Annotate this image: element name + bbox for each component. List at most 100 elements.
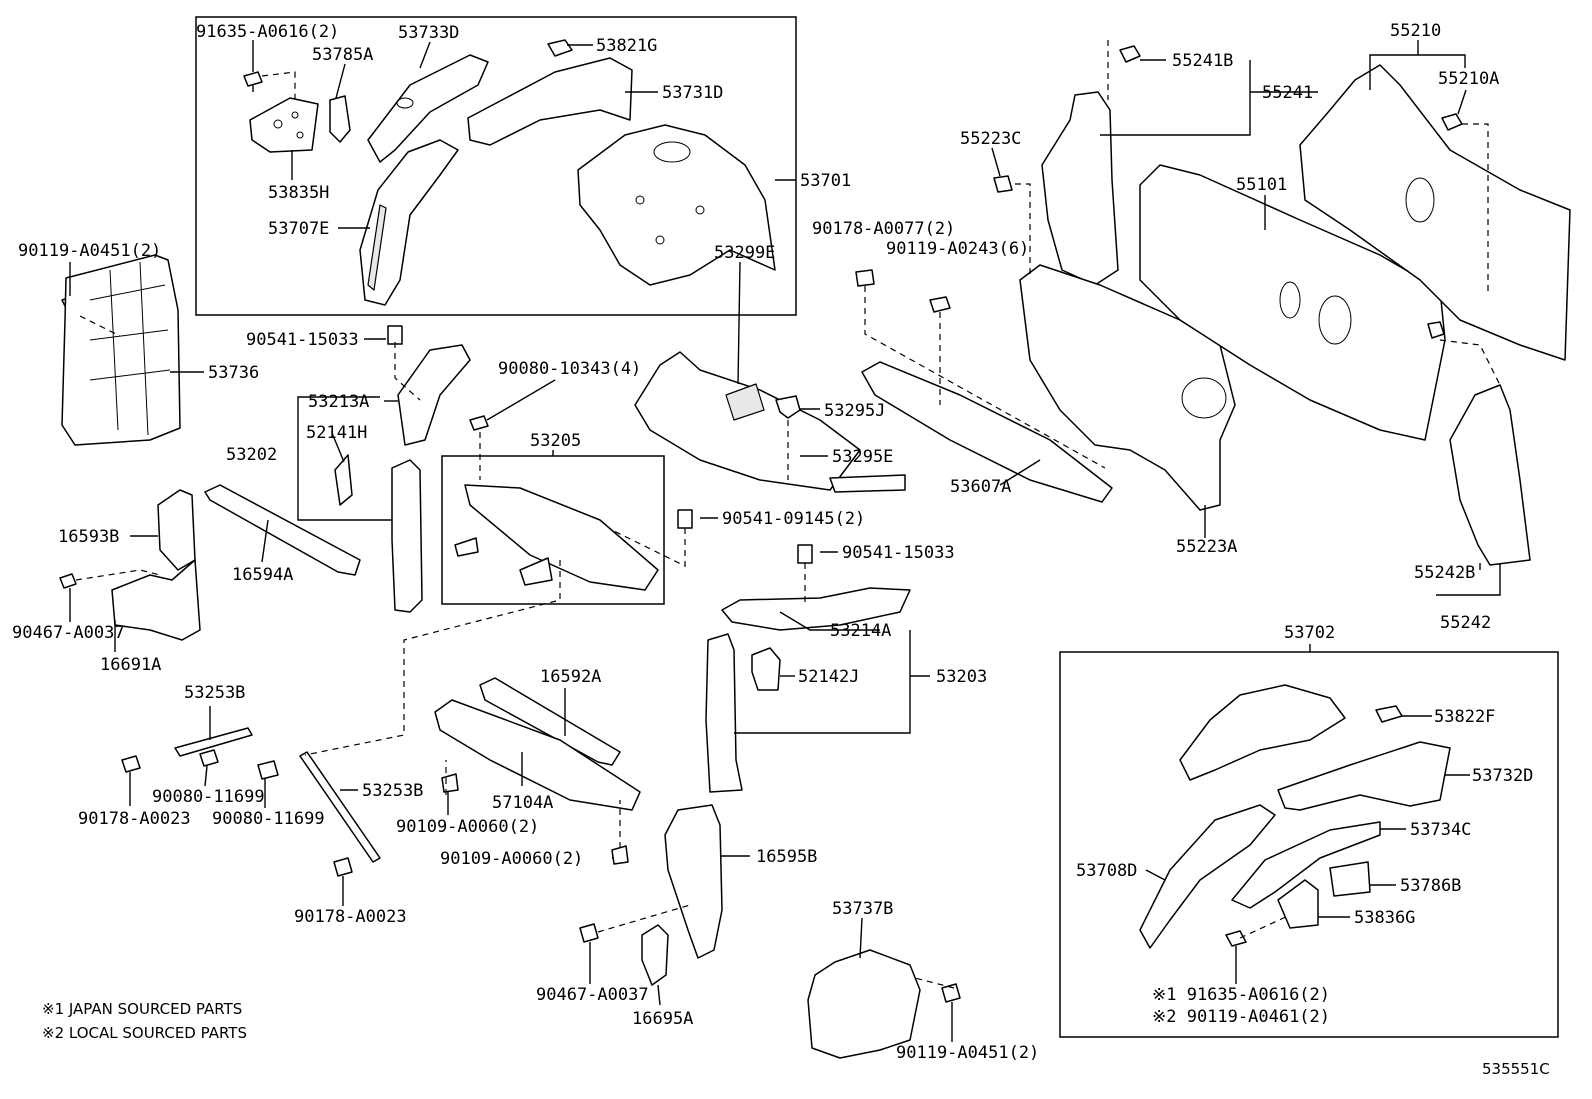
group-box-53702 [1059, 651, 1559, 1038]
label-90080-10343: 90080-10343(4) [498, 359, 641, 379]
label-90178-A0023-b: 90178-A0023 [294, 907, 407, 927]
part-53202-pillar [391, 459, 423, 613]
label-90119-A0451-bottom: 90119-A0451(2) [896, 1043, 1039, 1063]
part-90467-A0037-bolt-bottom [579, 923, 599, 943]
part-53822F-clip [1375, 705, 1403, 723]
label-90467-A0037-left: 90467-A0037 [12, 623, 125, 643]
part-90119-A0243-bolt [929, 296, 951, 313]
label-16594A: 16594A [232, 565, 293, 585]
part-55241-bracket [1041, 91, 1119, 286]
label-55101: 55101 [1236, 175, 1287, 195]
part-55210-cowl [1299, 64, 1571, 361]
label-90119-A0243: 90119-A0243(6) [886, 239, 1029, 259]
part-53708D-apron [1139, 804, 1276, 949]
label-90080-11699-b: 90080-11699 [212, 809, 325, 829]
label-52141H: 52141H [306, 423, 367, 443]
label-53295E: 53295E [832, 447, 893, 467]
part-16593B-bracket [157, 489, 196, 571]
label-53731D: 53731D [662, 83, 723, 103]
part-53299E-label [725, 383, 765, 421]
part-90178-A0023-nut-a [121, 755, 141, 773]
label-90541-15033-b: 90541-15033 [842, 543, 955, 563]
label-53786B: 53786B [1400, 876, 1461, 896]
label-53785A: 53785A [312, 45, 373, 65]
leader-lines [69, 40, 1501, 1042]
part-90541-15033-cushion-b [797, 544, 813, 564]
label-16695A: 16695A [632, 1009, 693, 1029]
label-53253B-a: 53253B [184, 683, 245, 703]
label-53733D: 53733D [398, 23, 459, 43]
part-53835H-bracket [249, 97, 319, 153]
part-55210A-bolt [1441, 113, 1463, 131]
label-91635-A0616-top: 91635-A0616(2) [196, 22, 339, 42]
label-57104A: 57104A [492, 793, 553, 813]
label-53701: 53701 [800, 171, 851, 191]
part-53214A-bracket [721, 587, 911, 631]
part-55242-bracket [1449, 384, 1531, 566]
label-53607A: 53607A [950, 477, 1011, 497]
diagram-id: 535551C [1482, 1060, 1550, 1078]
label-90109-A0060-b: 90109-A0060(2) [440, 849, 583, 869]
part-53701-housing [577, 124, 776, 286]
label-90109-A0060-a: 90109-A0060(2) [396, 817, 539, 837]
label-16691A: 16691A [100, 655, 161, 675]
part-16595B-bracket [664, 804, 723, 959]
group-box-53701 [195, 16, 797, 316]
part-55223C-plug [993, 175, 1013, 193]
label-53299E: 53299E [714, 243, 775, 263]
part-53253B-rod-b [299, 751, 381, 863]
part-53702-housing [1179, 684, 1346, 781]
label-53736: 53736 [208, 363, 259, 383]
part-53213A-bracket [397, 344, 471, 446]
label-55242: 55242 [1440, 613, 1491, 633]
part-90080-11699-bolt-a [199, 749, 219, 767]
label-55223A: 55223A [1176, 537, 1237, 557]
label-53822F: 53822F [1434, 707, 1495, 727]
label-53737B: 53737B [832, 899, 893, 919]
part-53785A-bracket [329, 95, 351, 143]
part-53737B-cover [807, 949, 921, 1059]
part-16691A-bracket [111, 559, 201, 641]
part-labels: 91635-A0616(2) 53733D 53785A 53821G 5373… [12, 21, 1533, 1063]
label-53202: 53202 [226, 445, 277, 465]
part-53253B-rod-a [174, 727, 253, 757]
part-90119-A0451-bolt-bottom [941, 983, 961, 1003]
label-53253B-b: 53253B [362, 781, 423, 801]
label-90467-A0037-bottom: 90467-A0037 [536, 985, 649, 1005]
part-52141H-bracket [334, 454, 353, 506]
label-55241B: 55241B [1172, 51, 1233, 71]
label-53836G: 53836G [1354, 908, 1415, 928]
label-53203: 53203 [936, 667, 987, 687]
label-16593B: 16593B [58, 527, 119, 547]
part-53295J-clip [775, 395, 801, 419]
label-53205: 53205 [530, 431, 581, 451]
label-90541-15033-a: 90541-15033 [246, 330, 359, 350]
note-local-sourced: ※2 LOCAL SOURCED PARTS [42, 1024, 247, 1042]
part-53821G-clip [547, 39, 573, 57]
label-52142J: 52142J [798, 667, 859, 687]
label-53213A: 53213A [308, 392, 369, 412]
part-55223A-insulator [1019, 264, 1236, 511]
label-53821G: 53821G [596, 36, 657, 56]
part-53203-pillar [705, 633, 743, 793]
part-90080-10343-bolt [469, 415, 489, 431]
label-90080-11699-a: 90080-11699 [152, 787, 265, 807]
label-53707E: 53707E [268, 219, 329, 239]
label-55223C: 55223C [960, 129, 1021, 149]
part-90109-A0060-bolt-a [441, 773, 459, 793]
label-90119-A0461: ※2 90119-A0461(2) [1152, 1007, 1330, 1027]
label-90119-A0451-left: 90119-A0451(2) [18, 241, 161, 261]
part-53731D-member [467, 57, 633, 146]
part-53734C-rail [1231, 821, 1381, 909]
part-91635-A0616-bolt-top [243, 71, 263, 92]
label-90178-A0023-a: 90178-A0023 [78, 809, 191, 829]
part-57104A-brace [434, 699, 641, 811]
label-53708D: 53708D [1076, 861, 1137, 881]
part-90541-09145-cushion [677, 509, 693, 529]
part-16594A-bar [204, 484, 361, 576]
assembly-lines [75, 40, 1501, 989]
label-55241: 55241 [1262, 83, 1313, 103]
part-90178-A0077-nut [855, 269, 875, 287]
part-90080-11699-bolt-b [257, 760, 279, 780]
